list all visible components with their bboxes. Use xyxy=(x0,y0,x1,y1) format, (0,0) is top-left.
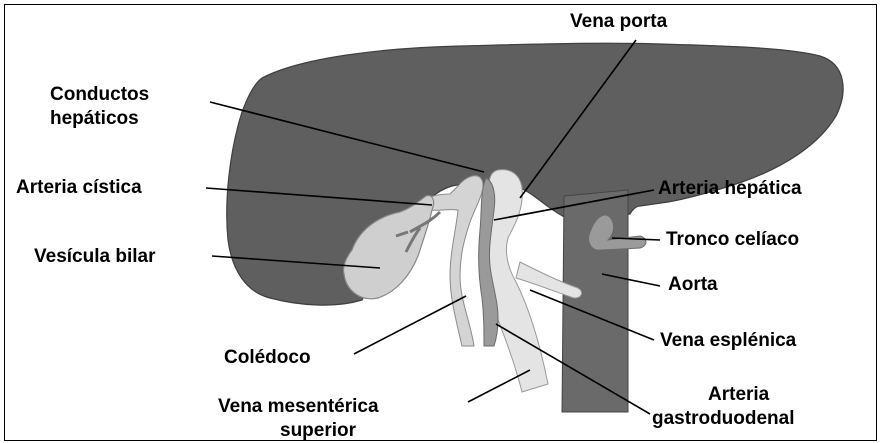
label-vesicula-bilar: Vesícula bilar xyxy=(34,246,156,267)
label-conductos-line1: Conductos xyxy=(50,84,149,105)
label-arteria-gd-line1: Arteria xyxy=(708,384,770,405)
label-vena-porta: Vena porta xyxy=(570,11,668,32)
label-aorta: Aorta xyxy=(668,274,718,295)
label-arteria-gd-line2: gastroduodenal xyxy=(652,408,795,429)
label-conductos-line2: hepáticos xyxy=(50,108,139,129)
label-coledoco: Colédoco xyxy=(224,347,311,368)
liver xyxy=(227,43,843,305)
label-tronco-celiaco: Tronco celíaco xyxy=(666,229,799,250)
label-arteria-hepatica: Arteria hepática xyxy=(658,178,802,199)
label-arteria-cistica: Arteria cística xyxy=(16,177,142,198)
leader-coledoco xyxy=(354,296,466,354)
label-vena-esplenica: Vena esplénica xyxy=(660,330,797,351)
label-vena-mesenterica-line2: superior xyxy=(280,420,357,441)
label-vena-mesenterica-line1: Vena mesentérica xyxy=(218,396,379,417)
